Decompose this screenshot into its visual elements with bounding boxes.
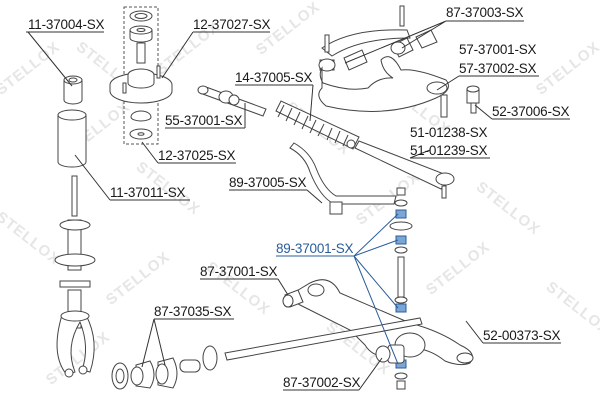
part-label-89-37001-highlighted[interactable]: 89-37001-SX: [276, 241, 354, 256]
part-label-89-37005[interactable]: 89-37005-SX: [229, 175, 307, 190]
part-label-87-37002[interactable]: 87-37002-SX: [283, 375, 361, 390]
part-label-55-37001[interactable]: 55-37001-SX: [165, 113, 243, 128]
part-label-52-00373[interactable]: 52-00373-SX: [483, 328, 561, 343]
part-label-51-01238[interactable]: 51-01238-SX: [410, 125, 488, 140]
part-label-12-37025[interactable]: 12-37025-SX: [158, 148, 236, 163]
part-label-11-37011[interactable]: 11-37011-SX: [110, 185, 186, 200]
part-label-87-37003[interactable]: 87-37003-SX: [446, 5, 524, 20]
part-label-87-37035[interactable]: 87-37035-SX: [154, 304, 232, 319]
part-label-12-37027[interactable]: 12-37027-SX: [193, 17, 271, 32]
part-label-11-37004[interactable]: 11-37004-SX: [28, 17, 105, 32]
part-label-57-37002[interactable]: 57-37002-SX: [459, 61, 537, 76]
part-label-51-01239[interactable]: 51-01239-SX: [410, 143, 488, 158]
part-label-87-37001[interactable]: 87-37001-SX: [200, 264, 278, 279]
part-label-57-37001[interactable]: 57-37001-SX: [459, 42, 537, 57]
part-label-14-37005[interactable]: 14-37005-SX: [235, 70, 313, 85]
part-label-52-37006[interactable]: 52-37006-SX: [492, 104, 570, 119]
